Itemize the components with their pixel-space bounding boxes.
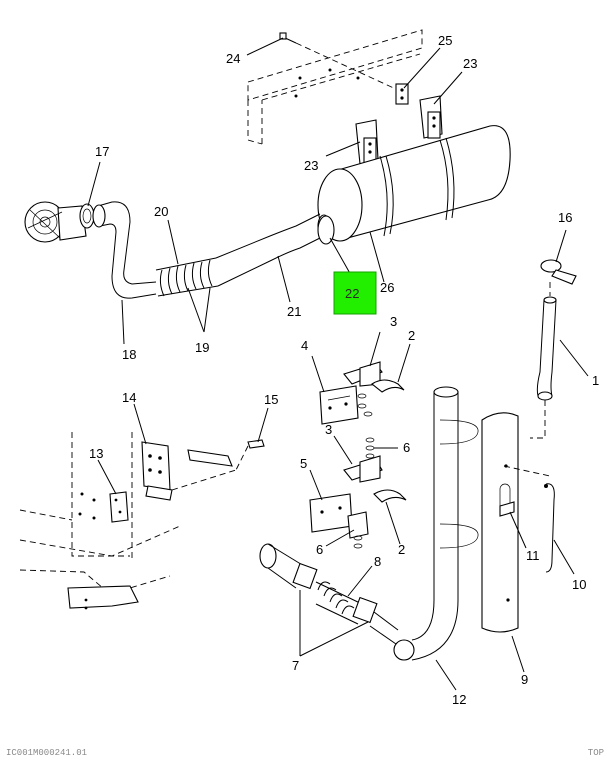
- callout-9[interactable]: 9: [521, 672, 528, 687]
- callout-21[interactable]: 21: [287, 304, 301, 319]
- clamp-2-lower: [373, 489, 407, 503]
- footer-right-tag: TOP: [587, 748, 604, 758]
- bracket-5: [309, 493, 369, 539]
- callout-23-lower[interactable]: 23: [304, 158, 318, 173]
- callout-26[interactable]: 26: [380, 280, 394, 295]
- callout-17[interactable]: 17: [95, 144, 109, 159]
- rain-cap-16: [540, 259, 577, 296]
- callout-2-lower[interactable]: 2: [398, 542, 405, 557]
- pipe-21: [215, 213, 331, 287]
- leader-lines: [87, 37, 589, 691]
- callout-6-lower[interactable]: 6: [316, 542, 323, 557]
- callout-3-upper[interactable]: 3: [390, 314, 397, 329]
- bracket-23-upper: [419, 95, 443, 139]
- turbocharger: [24, 201, 87, 243]
- callout-4[interactable]: 4: [301, 338, 308, 353]
- callout-7[interactable]: 7: [292, 658, 299, 673]
- callout-10[interactable]: 10: [572, 577, 586, 592]
- footer-figure-id: IC001M000241.01: [6, 748, 88, 758]
- bracket-3-upper: [343, 361, 383, 387]
- callout-20[interactable]: 20: [154, 204, 168, 219]
- washers-lower: [353, 535, 363, 549]
- bracket-13: [109, 491, 129, 523]
- callout-15[interactable]: 15: [264, 392, 278, 407]
- callout-1[interactable]: 1: [592, 373, 599, 388]
- callout-5[interactable]: 5: [300, 456, 307, 471]
- pipe-18: [92, 201, 157, 299]
- callout-13[interactable]: 13: [89, 446, 103, 461]
- bolt-15: [235, 439, 265, 471]
- bracket-4: [319, 385, 359, 425]
- callout-19[interactable]: 19: [195, 340, 209, 355]
- muffler: [317, 125, 511, 242]
- callout-24[interactable]: 24: [226, 51, 240, 66]
- bellows-20: [155, 257, 219, 297]
- washers-upper: [357, 393, 375, 459]
- callout-12[interactable]: 12: [452, 692, 466, 707]
- callouts: 24 25 23 23 17 20 18 19 21 22 26 16 1 3 …: [89, 33, 599, 707]
- flex-assembly-7-8: [259, 543, 399, 645]
- callout-6-upper[interactable]: 6: [403, 440, 410, 455]
- bracket-3-lower: [343, 455, 383, 483]
- callout-11[interactable]: 11: [526, 548, 540, 563]
- clamp-2-upper: [371, 379, 405, 393]
- footer: IC001M000241.01 TOP: [0, 748, 610, 761]
- callout-16[interactable]: 16: [558, 210, 572, 225]
- pipe-1: [530, 296, 557, 439]
- frame-rail: [247, 29, 423, 145]
- callout-14[interactable]: 14: [122, 390, 136, 405]
- cab-outline: [19, 432, 181, 595]
- callout-18[interactable]: 18: [122, 347, 136, 362]
- bracket-23-lower: [355, 119, 379, 165]
- stack-pipe-12: [393, 386, 479, 661]
- heat-shield-9: [481, 412, 551, 633]
- callout-23-upper[interactable]: 23: [463, 56, 477, 71]
- bolt-24: [279, 32, 399, 91]
- callout-8[interactable]: 8: [374, 554, 381, 569]
- bracket-25: [395, 83, 409, 105]
- shim: [187, 449, 233, 467]
- callout-3-lower[interactable]: 3: [325, 422, 332, 437]
- bracket-bottom: [67, 585, 139, 610]
- bracket-14: [141, 441, 237, 501]
- callout-22-highlight: [333, 271, 377, 315]
- strap-10: [544, 483, 555, 573]
- clamp-17: [79, 203, 95, 229]
- callout-22[interactable]: 22: [345, 286, 359, 301]
- clamp-22: [317, 215, 335, 245]
- callout-2-upper[interactable]: 2: [408, 328, 415, 343]
- callout-25[interactable]: 25: [438, 33, 452, 48]
